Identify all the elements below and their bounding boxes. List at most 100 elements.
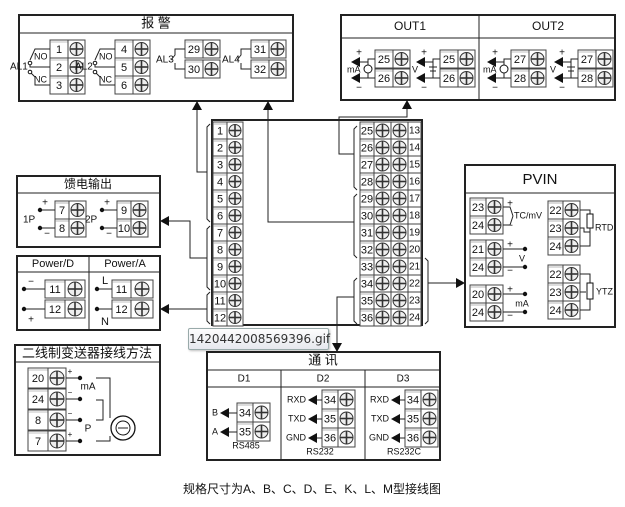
terminal-number: 24 (549, 305, 561, 317)
d3-title: D3 (397, 374, 410, 385)
terminal-number: 6 (217, 210, 223, 222)
terminal-number: 24 (409, 313, 421, 324)
terminal-number: 20 (32, 373, 44, 385)
terminal-dot-icon (94, 286, 100, 292)
wire (29, 63, 50, 68)
nc-label: NC (34, 74, 47, 84)
wire (94, 63, 115, 68)
wire-alarm (196, 110, 207, 173)
communication-box (206, 351, 441, 461)
terminal-dot-icon (21, 306, 27, 312)
terminal: 34 (236, 402, 271, 423)
feed-label: 2P (85, 215, 98, 226)
terminal-dot-icon (522, 246, 528, 252)
terminal: 7 (212, 223, 244, 242)
pvin-box (464, 164, 616, 328)
plus-sign: + (421, 48, 427, 59)
terminal-dot-icon (37, 225, 43, 231)
p-label: P (85, 424, 92, 435)
wire (29, 71, 50, 86)
terminal-dot-icon (37, 207, 43, 213)
terminal: 2 (212, 138, 244, 157)
arrow-icon (160, 304, 169, 314)
terminal: 36 (321, 427, 356, 448)
brace (206, 123, 211, 223)
terminal-number: 24 (472, 220, 484, 232)
plus-sign: + (492, 48, 498, 59)
terminal-number: 24 (32, 394, 44, 406)
terminal: 22 (547, 264, 581, 284)
terminal: 11 (111, 279, 154, 299)
plus-sign: + (559, 48, 565, 59)
terminal-number: 14 (409, 143, 421, 154)
terminal-number: 30 (361, 210, 373, 222)
terminal: 23 (469, 197, 504, 217)
signal-label: GND (369, 432, 390, 442)
terminal-number: 36 (361, 312, 373, 324)
terminal-number: 11 (49, 284, 60, 296)
terminal-number: 27 (514, 54, 526, 66)
terminal: 12 (212, 308, 244, 327)
wire-comm (336, 296, 354, 343)
arrow-icon (487, 57, 496, 67)
terminal-number: 4 (217, 176, 223, 188)
wire (236, 48, 251, 61)
ma-label: mA (81, 382, 96, 393)
terminal-number: 3 (217, 159, 223, 171)
rs485-label: RS485 (232, 440, 260, 450)
terminal: 12 (44, 299, 86, 319)
main-terminal-block (211, 119, 423, 326)
terminal: 24 (547, 300, 581, 320)
terminal-number: 34 (324, 394, 336, 406)
terminal-number: 22 (549, 269, 561, 281)
terminal-number: 25 (361, 125, 373, 137)
terminal: 21 (469, 239, 504, 259)
arrow-icon (351, 57, 360, 67)
terminal-number: 23 (409, 296, 421, 307)
terminal-number: 1 (217, 125, 223, 137)
wire (503, 206, 514, 217)
terminal-number: 8 (59, 223, 65, 235)
v-label: V (550, 64, 556, 74)
terminal: 28 (577, 68, 614, 88)
minus-sign: − (507, 311, 513, 322)
terminal-number: 6 (121, 80, 127, 92)
terminal-number: 5 (121, 62, 127, 74)
terminal-number: 28 (361, 176, 373, 188)
contact-icon (92, 69, 98, 75)
terminal: 27 (577, 49, 614, 69)
image-filename-tooltip: 1420442008569396.gif (188, 328, 330, 350)
arrow-icon (402, 100, 412, 109)
terminal-number: 30 (188, 64, 200, 76)
arrow-icon (308, 414, 317, 424)
no-label: NO (34, 51, 48, 61)
terminal: 24 (469, 257, 504, 277)
terminal-number: 35 (239, 426, 251, 438)
terminal-number: 4 (121, 44, 127, 56)
wire (570, 58, 578, 79)
plus-sign: + (104, 198, 110, 209)
terminal: 26 (439, 68, 476, 88)
terminal: 4 (114, 39, 151, 59)
wire (96, 436, 111, 442)
tc-label: TC/mV (514, 210, 542, 220)
plus-sign: + (28, 315, 34, 326)
terminal: 9 (212, 257, 244, 276)
arrow-icon (554, 57, 563, 67)
terminal: 8 (54, 218, 87, 238)
terminal: 4 (212, 172, 244, 191)
arrow-icon (160, 216, 169, 226)
out2-title: OUT2 (532, 19, 564, 33)
wire (580, 227, 591, 233)
rtd-label: RTD (595, 222, 614, 232)
terminal-dot-icon (99, 225, 105, 231)
terminal-number: 2 (217, 142, 223, 154)
feed-output-box (16, 175, 161, 248)
terminal-number: 10 (214, 278, 226, 290)
arrow-icon (391, 433, 400, 443)
